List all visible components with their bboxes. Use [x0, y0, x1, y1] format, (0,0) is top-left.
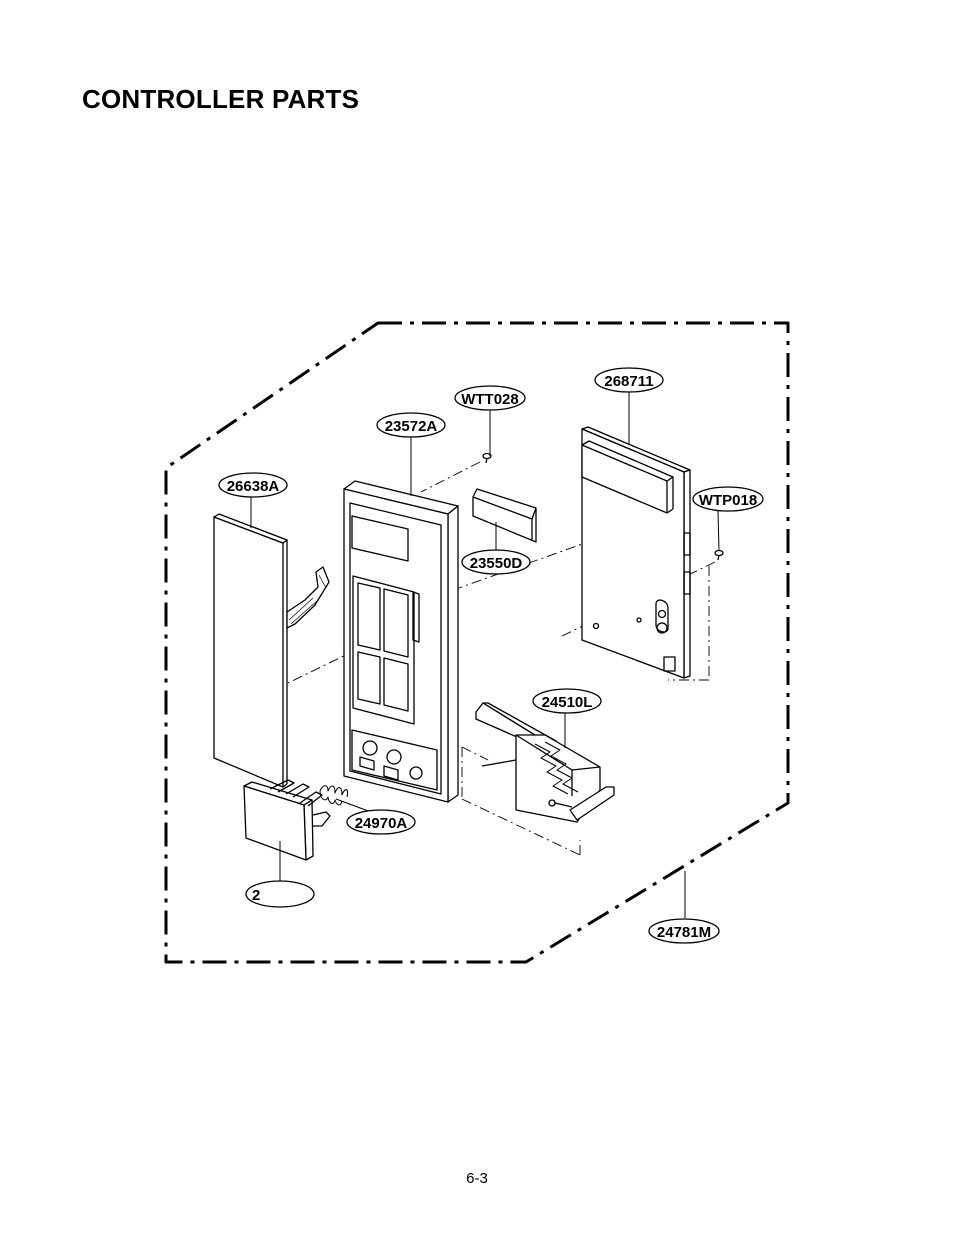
callout-24781m: 24781M: [648, 918, 720, 944]
pcb-board-part: [581, 426, 691, 679]
svg-text:23572A: 23572A: [385, 418, 438, 435]
screw-wtt028: [482, 452, 492, 464]
callout-wtp018: WTP018: [692, 486, 764, 512]
callout-268711: 268711: [594, 367, 664, 393]
screw-wtp018: [714, 549, 724, 561]
display-window-part: [472, 488, 537, 543]
callout-24510l: 24510L: [532, 688, 602, 714]
svg-text:26638A: 26638A: [227, 478, 280, 495]
svg-text:WTT028: WTT028: [461, 391, 519, 408]
callout-23572a: 23572A: [376, 412, 446, 438]
page-number: 6-3: [466, 1170, 488, 1187]
callout-2: 2: [245, 880, 315, 908]
callout-23550d: 23550D: [461, 549, 531, 575]
svg-text:24970A: 24970A: [355, 815, 408, 832]
svg-text:268711: 268711: [604, 373, 653, 390]
svg-text:24510L: 24510L: [542, 694, 593, 711]
svg-text:24781M: 24781M: [657, 924, 711, 941]
assembly-boundary: [164, 321, 790, 964]
door-lever-part: [475, 702, 615, 823]
membrane-film-part: [213, 513, 330, 788]
callout-wtt028: WTT028: [454, 385, 526, 411]
push-button-part: [243, 779, 331, 861]
svg-text:23550D: 23550D: [470, 555, 523, 572]
callout-26638a: 26638A: [218, 472, 288, 498]
callout-24970a: 24970A: [346, 809, 416, 835]
svg-text:WTP018: WTP018: [699, 492, 757, 509]
leader-lines: [250, 392, 720, 918]
svg-text:2: 2: [252, 887, 260, 904]
spring-part: [319, 785, 348, 806]
page-title: CONTROLLER PARTS: [82, 84, 360, 114]
control-panel-frame-part: [343, 480, 459, 803]
